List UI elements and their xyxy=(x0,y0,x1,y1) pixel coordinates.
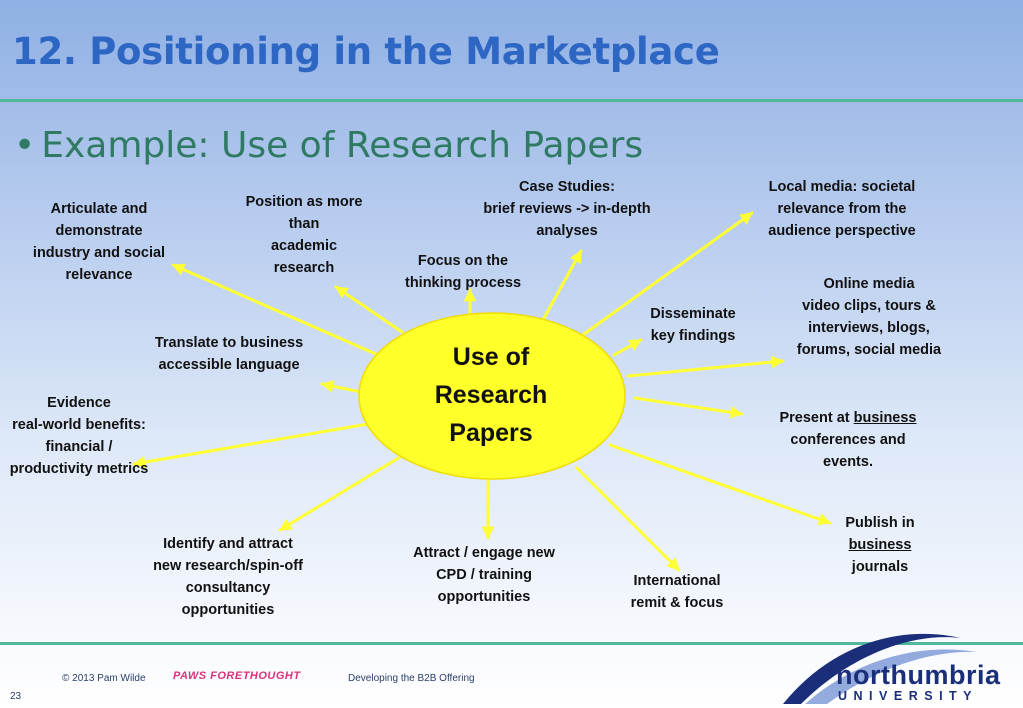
label-position: Position as more than academic research xyxy=(245,194,363,276)
arrow-position xyxy=(334,285,404,334)
slide-title: 12. Positioning in the Marketplace xyxy=(12,30,720,73)
footer-brand: PAWS FORETHOUGHT xyxy=(173,670,301,682)
label-case-studies: Case Studies: brief reviews -> in-depth … xyxy=(483,179,651,239)
arrow-disseminate xyxy=(612,338,643,357)
slide-subtitle: •Example: Use of Research Papers xyxy=(14,125,643,166)
hub-line: Use of xyxy=(452,343,530,371)
title-divider xyxy=(0,99,1023,102)
arrow-identify xyxy=(278,449,412,532)
hub-ellipse xyxy=(358,312,626,480)
arrow-articulate xyxy=(171,263,380,357)
footer-divider xyxy=(0,642,1023,645)
label-identify: Identify and attract new research/spin-o… xyxy=(153,536,303,618)
hub-line: Papers xyxy=(449,419,533,447)
arrow-present xyxy=(633,396,744,419)
hub-line: Research xyxy=(434,381,548,409)
label-international: International remit & focus xyxy=(630,573,724,611)
footer-copyright: © 2013 Pam Wilde xyxy=(62,673,146,684)
label-focus: Focus on the thinking process xyxy=(404,253,522,291)
arrow-online-media xyxy=(626,355,785,378)
label-articulate: Articulate and demonstrate industry and … xyxy=(32,201,166,283)
logo-wordmark: northumbria xyxy=(836,660,1001,690)
label-publish: Publish in business journals xyxy=(845,515,915,575)
arrow-translate xyxy=(320,380,363,394)
arrow-international xyxy=(575,466,681,572)
label-online-media: Online media video clips, tours & interv… xyxy=(796,276,942,358)
label-disseminate: Disseminate key findings xyxy=(650,306,736,344)
label-present: Present at business conferences and even… xyxy=(779,410,917,470)
arrow-evidence xyxy=(132,422,370,469)
label-evidence: Evidence real-world benefits: financial … xyxy=(9,395,149,477)
label-translate: Translate to business accessible languag… xyxy=(154,335,304,373)
subtitle-text: Example: Use of Research Papers xyxy=(41,125,644,166)
logo-subtitle: UNIVERSITY xyxy=(838,689,979,703)
bullet-marker: • xyxy=(14,125,36,166)
footer-course: Developing the B2B Offering xyxy=(348,673,475,684)
logo-swoosh-icon xyxy=(783,633,977,704)
label-attract: Attract / engage new CPD / training oppo… xyxy=(413,545,555,605)
page-number: 23 xyxy=(10,691,22,702)
arrow-local-media xyxy=(578,211,754,339)
arrow-case-studies xyxy=(541,249,583,322)
arrow-publish xyxy=(608,443,832,526)
label-local-media: Local media: societal relevance from the… xyxy=(768,179,916,239)
hub-label: Use of Research Papers xyxy=(410,338,572,452)
